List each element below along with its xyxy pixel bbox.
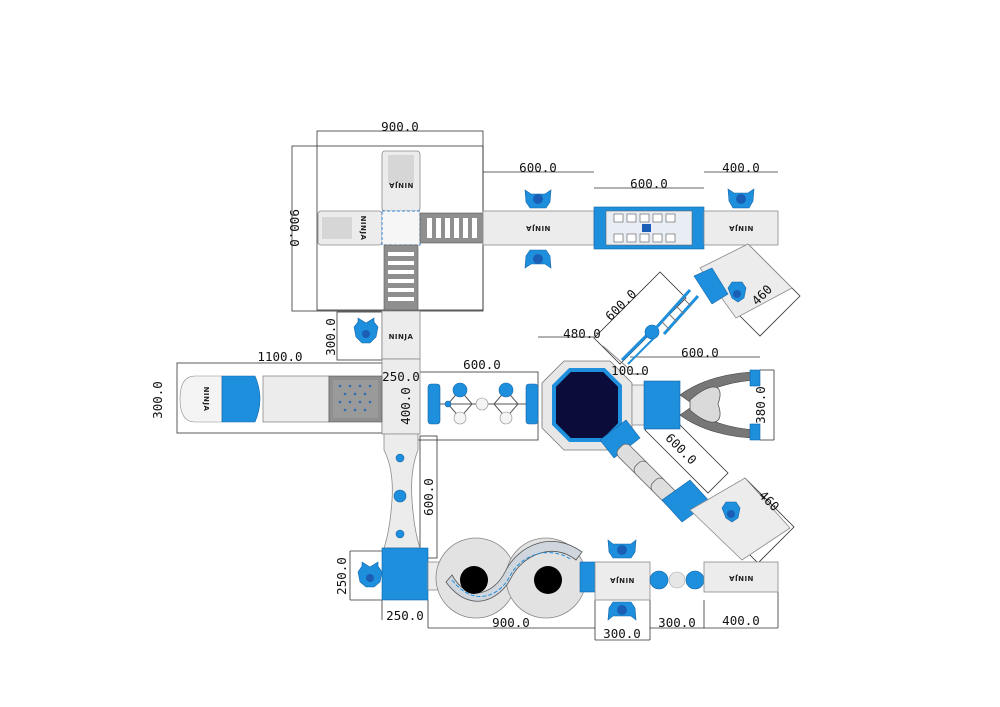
bottom-row-modules: NINJA NINJA: [357, 537, 779, 621]
dim-bottom-250-v: 250.0: [334, 557, 349, 595]
left-slide-module: NINJA: [179, 375, 383, 423]
dim-diag-600-lower: 600.0: [663, 430, 700, 467]
dim-slide-1100: 1100.0: [257, 349, 302, 364]
ninja-label-bottom-right: NINJA: [728, 574, 753, 582]
dim-slide-300: 300.0: [150, 381, 165, 419]
ninja-label-top-mid: NINJA: [525, 224, 550, 232]
right-claw-obstacle: [631, 369, 761, 441]
dim-chain-600: 600.0: [463, 357, 501, 372]
dim-module-400-top: 400.0: [722, 160, 760, 175]
octagon-hub: [541, 360, 633, 451]
dim-vert-600: 600.0: [421, 478, 436, 516]
ninja-label-top: NINJA: [388, 181, 413, 189]
top-cross-station: NINJA NINJA: [317, 150, 484, 311]
dim-bottom-300-a: 300.0: [603, 626, 641, 641]
blue-mascot-diag-upper: [727, 281, 747, 303]
dim-left-300: 300.0: [323, 318, 338, 356]
dim-module-600-b: 600.0: [630, 176, 668, 191]
ninja-label-slide: NINJA: [202, 387, 210, 412]
blue-mascot-left: [353, 317, 379, 344]
dimension-lines: [176, 130, 801, 641]
left-vertical-column: NINJA: [353, 310, 421, 549]
dim-bottom-250-h: 250.0: [386, 608, 424, 623]
dim-diag-600-upper: 600.0: [602, 286, 639, 323]
dim-bottom-900: 900.0: [492, 615, 530, 630]
ninja-label-left: NINJA: [359, 216, 367, 241]
dim-bottom-400: 400.0: [722, 613, 760, 628]
blue-mascot-bottom-b: [607, 601, 637, 621]
middle-chain-obstacle: [427, 382, 539, 425]
top-row-modules: NINJA NINJA: [482, 188, 779, 269]
dim-claw-380: 380.0: [753, 386, 768, 424]
lower-diagonal-chain: [599, 419, 791, 561]
dim-mid-400: 400.0: [398, 387, 413, 425]
blue-mascot-bottom-left: [357, 561, 383, 588]
dim-module-600-a: 600.0: [519, 160, 557, 175]
figure-eight-slide: [435, 537, 587, 619]
upper-diagonal-ladder: [602, 243, 793, 369]
dim-mid-250: 250.0: [382, 369, 420, 384]
blue-mascot-top-a: [524, 189, 552, 209]
dim-bottom-300-b: 300.0: [658, 615, 696, 630]
dim-hex-480: 480.0: [563, 326, 601, 341]
dim-right-600: 600.0: [681, 345, 719, 360]
dim-left-height: 900.0: [287, 209, 302, 247]
blue-mascot-top-b: [524, 249, 552, 269]
ninja-label-top-right: NINJA: [728, 224, 753, 232]
ninja-label-bottom: NINJA: [609, 576, 634, 584]
ninja-label-left-col: NINJA: [389, 333, 414, 341]
blue-mascot-diag-lower: [721, 501, 741, 523]
dim-top-width: 900.0: [381, 119, 419, 134]
dim-gap-100: 100.0: [611, 363, 649, 378]
blue-mascot-bottom-a: [607, 539, 637, 559]
blue-mascot-top-c: [727, 188, 755, 209]
